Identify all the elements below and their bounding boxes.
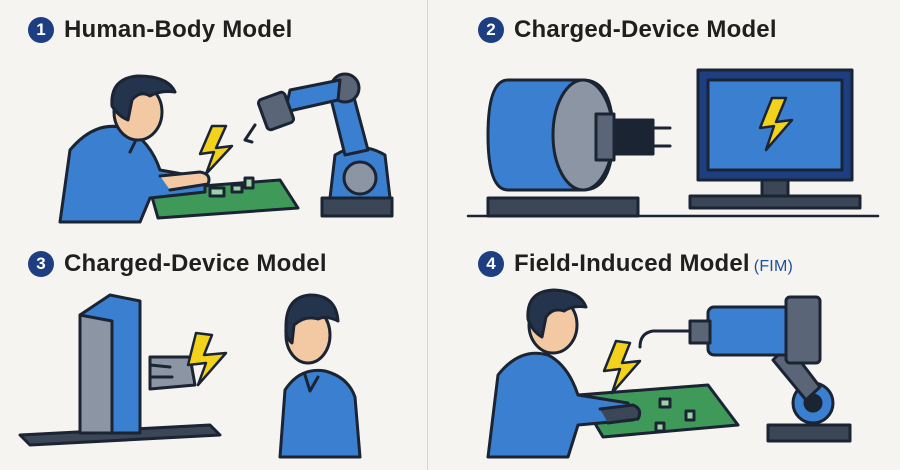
panel-3-title-text: Charged-Device Model	[64, 250, 327, 277]
panel-4-suffix: (FIM)	[753, 258, 793, 275]
lightning-icon	[198, 124, 234, 176]
panel-3-header: 3 Charged-Device Model	[28, 250, 331, 278]
charged-device-model-illustration-2	[18, 293, 362, 459]
vertical-divider	[427, 0, 428, 470]
panel-4-number-badge: 4	[478, 251, 504, 277]
panel-3-number-badge: 3	[28, 251, 54, 277]
device-base	[486, 196, 640, 218]
human-body-model-illustration	[58, 72, 394, 224]
panel-4-title: Field-Induced Model(FIM)	[514, 250, 793, 278]
panel-1-number-badge: 1	[28, 17, 54, 43]
panel-4-title-text: Field-Induced Model	[514, 250, 750, 277]
panel-2-number-badge: 2	[478, 17, 504, 43]
robot-base	[766, 423, 852, 443]
panel-1-header: 1 Human-Body Model	[28, 16, 297, 44]
panel-2-header: 2 Charged-Device Model	[478, 16, 781, 44]
floor-plate	[18, 423, 222, 447]
field-induced-model-illustration	[486, 288, 852, 459]
lightning-icon	[758, 96, 794, 152]
charged-device-model-illustration-1	[466, 68, 880, 218]
panel-1-title: Human-Body Model	[64, 16, 297, 44]
panel-2-title-text: Charged-Device Model	[514, 16, 777, 43]
panel-1-title-text: Human-Body Model	[64, 16, 293, 43]
robot-base	[320, 196, 394, 218]
panel-4-header: 4 Field-Induced Model(FIM)	[478, 250, 793, 278]
lightning-icon	[186, 331, 228, 387]
lightning-icon	[602, 339, 642, 395]
panel-3-title: Charged-Device Model	[64, 250, 331, 278]
panel-2-title: Charged-Device Model	[514, 16, 781, 44]
